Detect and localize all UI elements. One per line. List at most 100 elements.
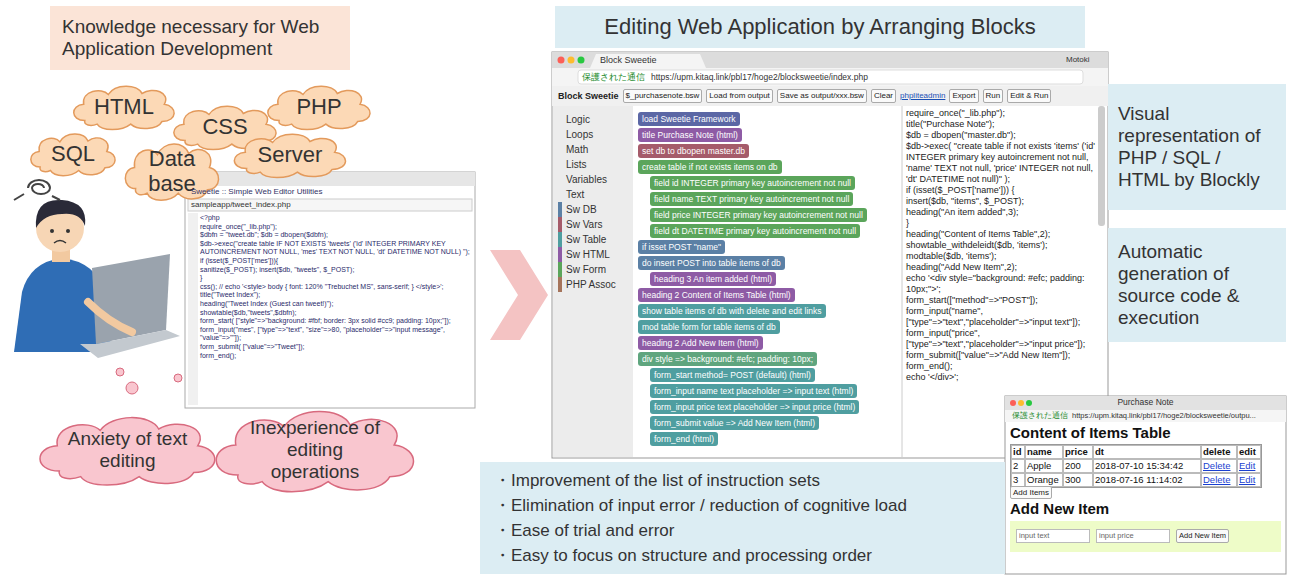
code-line: <?php (200, 214, 472, 223)
cloud-bubble: HTML (68, 80, 180, 134)
cloud-bubble: Inexperience of editing operations (205, 400, 425, 500)
url-text: https://upm.kitaq.link/pbl17/hoge2/block… (651, 72, 868, 83)
code-block: do insert POST into table items of db (638, 256, 785, 270)
generated-code: $db = dbopen("master.db"); (906, 130, 1096, 141)
category-item: Sw Vars (558, 217, 616, 232)
table-cell: dt (1093, 445, 1201, 459)
category-item: Loops (558, 127, 616, 142)
generated-code: if (isset($_POST['name'])) { (906, 185, 1096, 196)
generated-code: heading("Add New Item",2); (906, 262, 1096, 273)
generated-code: heading("Content of Items Table",2); (906, 229, 1096, 240)
browser-window-part (552, 68, 1108, 86)
toolbar-button: $_purchasenote.bsw (623, 89, 703, 103)
cloud-shape (40, 418, 215, 485)
node-text: Knowledge necessary for Web Application … (62, 16, 338, 60)
generated-code: form_input("name", ["type"=>"text","plac… (906, 306, 1096, 328)
category-item: Math (558, 142, 616, 157)
code-line: require_once("_lib.php"); (200, 223, 472, 232)
cloud-bubble: Server (228, 128, 352, 182)
thought-bubbles-part (174, 374, 182, 382)
worried-person-part (54, 241, 66, 244)
generated-code: showtable_withdeleidt($db, 'items'); (906, 240, 1096, 251)
cloud-shape (74, 86, 174, 129)
benefit-list: ・Improvement of the list of instruction … (480, 462, 1005, 574)
toolbar-button: Export (949, 89, 978, 103)
code-block: form_submit value => Add New Item (html) (650, 416, 819, 430)
code-block: set db to dbopen master.db (638, 144, 749, 158)
generated-code: title("Purchase Note"); (906, 119, 1096, 130)
code-block: field name TEXT primary key autoincremen… (650, 192, 853, 206)
heading-box: Knowledge necessary for Web Application … (50, 6, 350, 70)
file-name-group: sampleapp/tweet_index.php (191, 200, 291, 210)
page-heading-group: Content of Items Table (1010, 424, 1171, 442)
output-window-part (1010, 400, 1016, 406)
code-line: form_start( ["style"=>"background: #fbf;… (200, 317, 472, 326)
editor-window-part (188, 199, 472, 211)
node-text: SQL (51, 141, 95, 166)
browser-window-part (578, 57, 585, 64)
code-line: } (200, 274, 472, 283)
cloud-shape (268, 86, 370, 129)
user-name: Motoki (1066, 55, 1090, 65)
generated-code-group: require_once("_lib.php");title("Purchase… (906, 108, 1096, 383)
confusion-scribble-part (28, 180, 50, 194)
form-field-group: input textinput priceAdd New Item (1016, 529, 1229, 543)
node-text: Visual representation of PHP / SQL / HTM… (1118, 103, 1276, 191)
note-box: Automatic generation of source code & ex… (1108, 228, 1286, 342)
node-text: ・Ease of trial and error (494, 518, 674, 543)
button: Add Items (1010, 486, 1052, 499)
generated-code: form_input("price", ["type"=>"text","pla… (906, 328, 1096, 350)
generated-code: form_end(); (906, 361, 1096, 372)
confusion-scribble (14, 180, 60, 200)
code-block: form_end (html) (650, 432, 718, 446)
code-block: div style => background: #efc; padding: … (638, 352, 817, 366)
table-cell: name (1025, 445, 1063, 459)
category-item: Lists (558, 157, 616, 172)
code-line: title("Tweet Index"); (200, 291, 472, 300)
toolbar-button: Load from output (706, 89, 772, 103)
editor-window-part (188, 213, 198, 405)
worried-person (14, 200, 180, 358)
code-line: $db->exec("create table IF NOT EXISTS 't… (200, 240, 472, 257)
output-window (1005, 396, 1286, 574)
code-line-group: <?phprequire_once("_lib.php");$dbfn = "t… (200, 214, 472, 360)
browser-window-part (558, 57, 565, 64)
node-text: CSS (202, 114, 247, 139)
code-line: form_end(); (200, 352, 472, 361)
cloud-shape (234, 134, 345, 177)
editor-window (185, 172, 475, 408)
cloud-bubble: PHP (262, 80, 376, 134)
code-block: heading 2 Add New Item (html) (638, 336, 763, 350)
cloud-bubble: SQL (26, 128, 120, 180)
form-field: input text (1016, 529, 1090, 543)
code-block: form_start method= POST (default) (html) (650, 368, 815, 382)
category-item: Logic (558, 112, 616, 127)
confusion-scribble-part (14, 194, 60, 200)
page-heading: Add New Item (1010, 500, 1109, 518)
cloud-shape (31, 134, 115, 176)
cloud-shape (216, 411, 413, 491)
category-item: Variables (558, 172, 616, 187)
url-text-group: 保護された通信https://upm.kitaq.link/pbl17/hoge… (582, 72, 868, 83)
worried-person-part (36, 200, 85, 228)
generated-code: echo '</div>'; (906, 372, 1096, 383)
url-text: https://upm.kitaq.link/pbl17/hoge2/block… (1072, 411, 1256, 421)
code-block: form_input name text placeholder => inpu… (650, 384, 857, 398)
code-line: if (isset($_POST['mes'])){ (200, 257, 472, 266)
output-window-part (1018, 400, 1024, 406)
code-block: load Sweetie Framework (638, 112, 740, 126)
url-text: 保護された通信 (1012, 411, 1068, 421)
file-name: sampleapp/tweet_index.php (191, 200, 291, 210)
button-group: Add Items (1010, 486, 1052, 499)
browser-window-part (552, 86, 1108, 106)
browser-window-part (590, 54, 706, 68)
generated-code: modtable($db, 'items'); (906, 251, 1096, 262)
table-cell: 200 (1063, 459, 1093, 473)
code-line: form_submit( ["value"=>"Tweet"]); (200, 343, 472, 352)
browser-window-part (552, 52, 1108, 68)
code-line: form_input("mes", ["type"=>"text", "size… (200, 326, 472, 343)
node-text: Sweetie :: Simple Web Editor Utilities (191, 187, 322, 196)
code-line: showtable($db,"tweets",$dbfn); (200, 309, 472, 318)
worried-person-part (50, 229, 54, 233)
